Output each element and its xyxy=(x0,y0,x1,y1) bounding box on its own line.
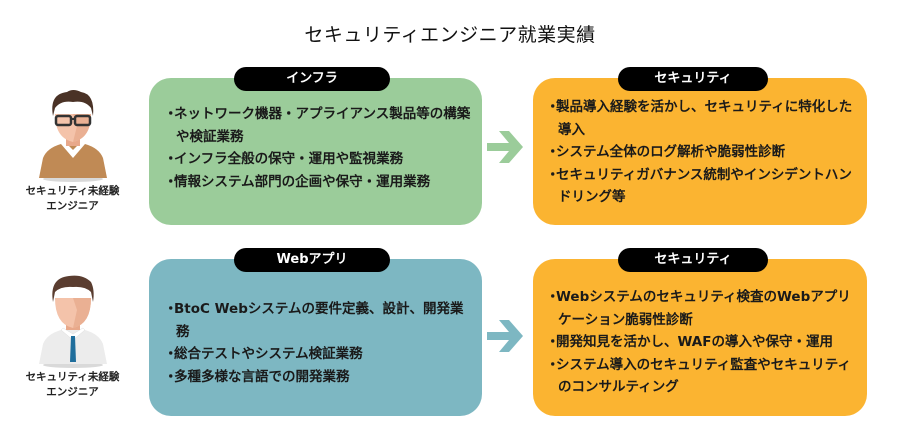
list-item: システム導入のセキュリティ監査やセキュリティのコンサルティング xyxy=(548,354,860,399)
list-item: Webシステムのセキュリティ検査のWebアプリケーション脆弱性診断 xyxy=(548,286,860,331)
list-item: システム全体のログ解析や脆弱性診断 xyxy=(548,141,858,164)
list-item: BtoC Webシステムの要件定義、設計、開発業務 xyxy=(166,298,476,343)
list-item: セキュリティガバナンス統制やインシデントハンドリング等 xyxy=(548,164,858,209)
list-item: インフラ全般の保守・運用や監視業務 xyxy=(166,148,476,171)
right-arrow-icon xyxy=(487,131,523,163)
list-item: ネットワーク機器・アプライアンス製品等の構築や検証業務 xyxy=(166,103,476,148)
infra-label: インフラ xyxy=(234,67,390,91)
security-label-1: セキュリティ xyxy=(618,67,768,91)
list-item: 多種多様な言語での開発業務 xyxy=(166,366,476,389)
engineer-with-tie-icon xyxy=(38,275,107,368)
person-1: セキュリティ未経験 エンジニア xyxy=(10,86,135,214)
diagram-title: セキュリティエンジニア就業実績 xyxy=(304,24,596,46)
engineer-with-glasses-icon xyxy=(38,90,107,182)
list-item: 総合テストやシステム検証業務 xyxy=(166,343,476,366)
person-2: セキュリティ未経験 エンジニア xyxy=(10,272,135,400)
security-item-list-2: Webシステムのセキュリティ検査のWebアプリケーション脆弱性診断 開発知見を活… xyxy=(548,286,860,399)
security-label-2: セキュリティ xyxy=(618,248,768,272)
infra-item-list: ネットワーク機器・アプライアンス製品等の構築や検証業務 インフラ全般の保守・運用… xyxy=(166,103,476,193)
person-caption: セキュリティ未経験 エンジニア xyxy=(25,185,120,212)
security-item-list-1: 製品導入経験を活かし、セキュリティに特化した導入 システム全体のログ解析や脆弱性… xyxy=(548,96,858,209)
list-item: 情報システム部門の企画や保守・運用業務 xyxy=(166,171,476,194)
webapp-item-list: BtoC Webシステムの要件定義、設計、開発業務 総合テストやシステム検証業務… xyxy=(166,298,476,388)
webapp-label: Webアプリ xyxy=(234,248,390,272)
right-arrow-icon xyxy=(487,320,523,352)
list-item: 開発知見を活かし、WAFの導入や保守・運用 xyxy=(548,331,860,354)
person-caption: セキュリティ未経験 エンジニア xyxy=(25,371,120,398)
list-item: 製品導入経験を活かし、セキュリティに特化した導入 xyxy=(548,96,858,141)
